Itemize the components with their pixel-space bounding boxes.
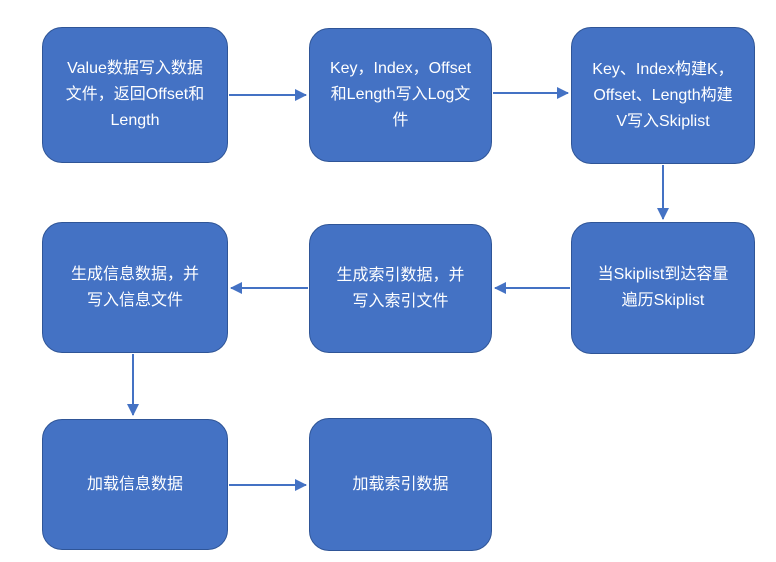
flow-node-load-info-data: 加载信息数据 [42, 419, 228, 550]
flow-node-traverse-skiplist: 当Skiplist到达容量 遍历Skiplist [571, 222, 755, 354]
flow-node-gen-info-data: 生成信息数据，并 写入信息文件 [42, 222, 228, 353]
flow-node-label: 加载索引数据 [352, 475, 449, 493]
flow-node-label: Key，Index，Offset 和Length写入Log文 件 [329, 60, 472, 129]
flow-node-load-index-data: 加载索引数据 [309, 418, 492, 551]
flow-node-label: Key、Index构建K， Offset、Length构建 V写入Skiplis… [592, 60, 734, 130]
flow-node-build-skiplist-kv: Key、Index构建K， Offset、Length构建 V写入Skiplis… [571, 27, 755, 164]
flow-node-write-log-file: Key，Index，Offset 和Length写入Log文 件 [309, 28, 492, 162]
flow-node-label: 生成信息数据，并 写入信息文件 [70, 265, 199, 309]
flow-node-gen-index-data: 生成索引数据，并 写入索引文件 [309, 224, 492, 353]
flow-node-write-value-data: Value数据写入数据 文件，返回Offset和 Length [42, 27, 228, 163]
flow-node-label: 生成索引数据，并 写入索引文件 [336, 266, 465, 310]
flow-node-label: 当Skiplist到达容量 遍历Skiplist [597, 266, 729, 309]
flow-node-label: Value数据写入数据 文件，返回Offset和 Length [65, 60, 205, 129]
flow-node-label: 加载信息数据 [86, 475, 183, 493]
